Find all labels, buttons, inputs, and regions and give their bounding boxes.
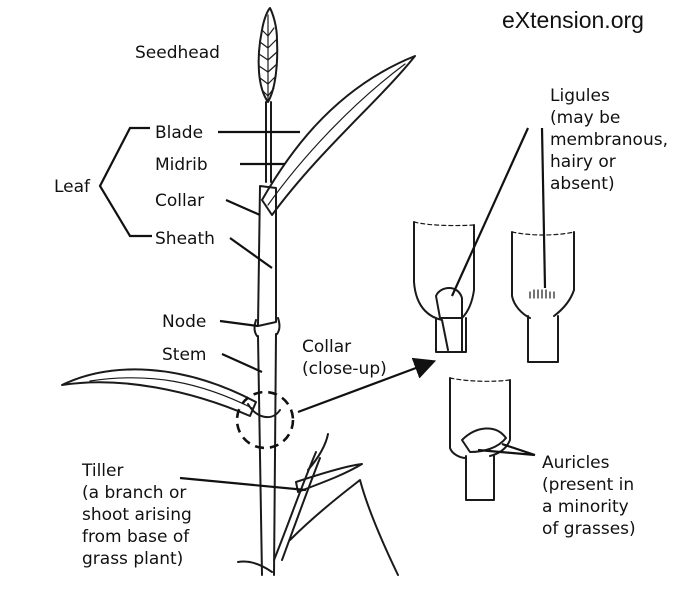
label-auricles: Auricles (present in a minority of grass…	[542, 453, 640, 539]
label-leaf: Leaf	[54, 177, 91, 197]
label-ligules: Ligules (may be membranous, hairy or abs…	[550, 86, 673, 194]
label-collar-closeup: Collar (close-up)	[302, 337, 387, 379]
collar-highlight-circle	[237, 392, 293, 448]
labels: eXtension.org Seedhead Leaf Blade Midrib…	[54, 7, 673, 569]
leaf-bracket	[100, 128, 152, 236]
ligule-hairy-closeup	[512, 232, 574, 362]
credit-text: eXtension.org	[502, 7, 644, 33]
auricles-closeup	[450, 378, 510, 500]
flag-leaf-blade	[262, 56, 415, 215]
label-stem: Stem	[162, 345, 206, 365]
lower-leaf	[62, 369, 256, 416]
label-sheath: Sheath	[155, 229, 215, 249]
leader-lines	[100, 128, 545, 490]
label-seedhead: Seedhead	[135, 43, 220, 63]
label-collar: Collar	[155, 191, 204, 211]
seedhead-drawing	[259, 8, 278, 102]
label-node: Node	[162, 312, 206, 332]
label-blade: Blade	[155, 123, 203, 143]
label-midrib: Midrib	[155, 155, 208, 175]
label-tiller: Tiller (a branch or shoot arising from b…	[81, 461, 197, 569]
ligule-membranous-closeup	[414, 222, 474, 352]
